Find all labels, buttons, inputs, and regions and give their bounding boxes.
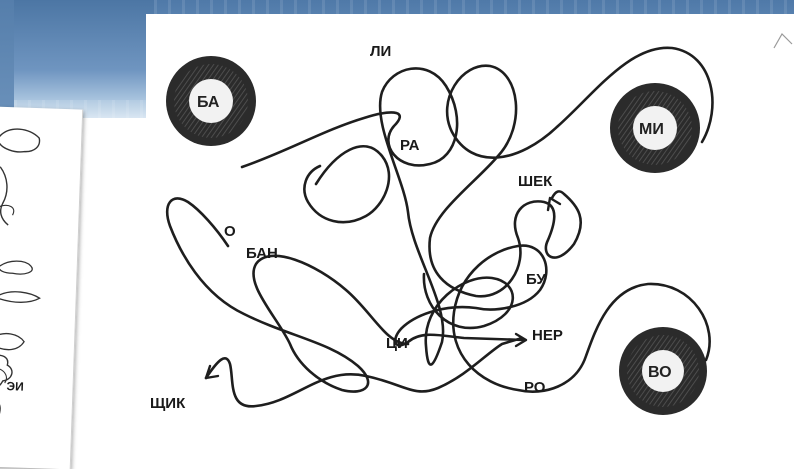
ball-label-ba: БА: [197, 94, 220, 111]
ball-label-vo: ВО: [648, 364, 672, 381]
maze-thread-left: [167, 198, 408, 391]
ball-mi: МИ: [610, 83, 700, 173]
ball-ba: БА: [166, 56, 256, 146]
syllable-ban: БАН: [246, 245, 278, 262]
syllable-bu: БУ: [526, 271, 546, 288]
maze-thread-ba: [242, 68, 513, 364]
ball-vo: ВО: [619, 327, 707, 415]
maze-diagram: БА МИ ВО: [146, 14, 794, 457]
corner-mark-icon: [772, 30, 794, 50]
syllable-ra: РА: [400, 137, 420, 154]
side-illustration: ЭИ: [0, 107, 82, 469]
maze-thread-center: [304, 146, 389, 222]
background-corner-band: [14, 0, 154, 100]
syllable-tsi: ЦИ: [386, 335, 408, 352]
maze-thread-mi: [429, 48, 712, 297]
syllable-shek: ШЕК: [518, 173, 553, 190]
syllable-li: ЛИ: [370, 43, 391, 60]
syllable-ner: НЕР: [532, 327, 563, 344]
syllable-shchik: ЩИК: [150, 395, 186, 412]
ball-label-mi: МИ: [639, 121, 664, 138]
maze-worksheet: БА МИ ВО: [146, 14, 794, 457]
syllable-ro: РО: [524, 379, 546, 396]
side-fragment-text: ЭИ: [6, 379, 24, 394]
syllable-o: О: [224, 223, 236, 240]
side-illustration-card: ЭИ: [0, 107, 83, 469]
